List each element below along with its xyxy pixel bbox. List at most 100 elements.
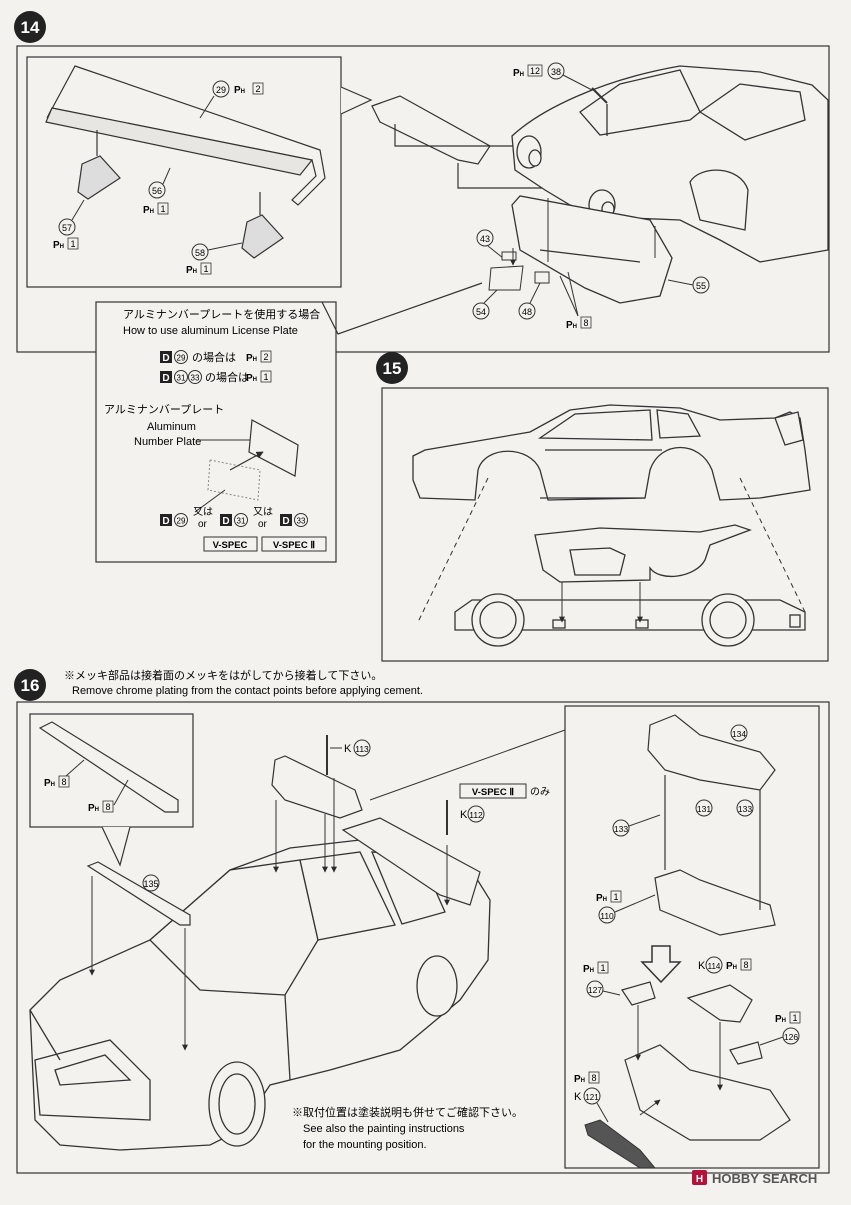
svg-text:又は: 又は: [253, 506, 273, 518]
svg-text:PH: PH: [566, 320, 577, 331]
car-rear-drawing: [511, 65, 829, 304]
mount-note-jp: ※取付位置は塗装説明も併せてご確認下さい。: [292, 1105, 523, 1119]
rear-wing-part: [341, 817, 481, 906]
plate-options: D 29 又は or D 31 又は or D 33 V-SPEC V-SPEC…: [160, 506, 327, 552]
callout-126: PH 1 126: [759, 1011, 801, 1046]
svg-text:54: 54: [476, 307, 486, 317]
callout-43: 43: [476, 229, 517, 261]
rear-wing-drawing: [45, 65, 326, 259]
callout-114: K 114 PH 8: [698, 956, 752, 974]
svg-text:29: 29: [216, 85, 226, 95]
svg-text:2: 2: [255, 84, 260, 94]
aluminum-plate-drawing: [248, 419, 299, 477]
plate-rule-1: D 29 の場合は PH 2: [160, 350, 272, 364]
svg-text:の場合は: の場合は: [192, 350, 236, 364]
chrome-note-en: Remove chrome plating from the contact p…: [72, 685, 423, 697]
plate-label-jp: アルミナンバープレート: [104, 403, 224, 416]
vspec2-tag: V-SPEC Ⅱ: [273, 540, 315, 551]
step-16-badge: [14, 669, 46, 701]
svg-text:8: 8: [61, 777, 66, 787]
plate-rule-2: D 31 33 の場合は PH 1: [160, 370, 272, 384]
svg-text:K: K: [344, 743, 352, 755]
svg-text:110: 110: [600, 911, 614, 921]
svg-text:PH: PH: [246, 373, 257, 384]
vspec2-only-label: V-SPEC Ⅱ のみ: [459, 783, 550, 799]
svg-text:or: or: [258, 519, 268, 530]
svg-text:H: H: [696, 1174, 703, 1185]
svg-text:1: 1: [792, 1013, 797, 1023]
car-body-side-drawing: [412, 404, 811, 501]
callout-55: 55: [667, 276, 710, 294]
svg-text:58: 58: [195, 248, 205, 258]
step-16-frame: [16, 701, 830, 1174]
step-14-number: 14: [21, 18, 40, 37]
svg-text:127: 127: [588, 985, 602, 995]
step-15: 15: [376, 352, 829, 662]
down-arrow: [640, 945, 682, 984]
lip-spoiler-part: [86, 861, 191, 926]
step-15-frame: [381, 387, 829, 662]
callout-58: 58 PH 1: [186, 242, 243, 276]
svg-text:8: 8: [583, 318, 588, 328]
svg-text:K: K: [574, 1091, 582, 1103]
svg-text:57: 57: [62, 223, 72, 233]
svg-text:のみ: のみ: [530, 787, 550, 798]
mount-note-en1: See also the painting instructions: [303, 1123, 465, 1135]
svg-text:D: D: [162, 373, 169, 384]
svg-text:PH: PH: [775, 1014, 786, 1025]
svg-text:1: 1: [160, 204, 165, 214]
callout-ph8-step14: PH 8: [559, 271, 592, 331]
seat-detail-box: [564, 705, 820, 1169]
car-chassis-drawing: [454, 524, 806, 647]
svg-text:133: 133: [738, 804, 752, 814]
watermark-brand: HOBBY SEARCH: [712, 1171, 817, 1186]
svg-text:31: 31: [177, 374, 186, 383]
callout-113: K 113: [330, 739, 371, 757]
step-15-number: 15: [383, 359, 402, 378]
svg-text:PH: PH: [574, 1074, 585, 1085]
callout-29: 29 PH 2: [199, 80, 264, 119]
svg-text:8: 8: [743, 960, 748, 970]
callout-112: K 112: [460, 805, 485, 823]
seat-rail-part: [584, 1119, 657, 1169]
svg-text:1: 1: [203, 264, 208, 274]
svg-text:48: 48: [522, 307, 532, 317]
svg-text:133: 133: [614, 824, 628, 834]
svg-text:PH: PH: [246, 353, 257, 364]
plate-title-jp: アルミナンバープレートを使用する場合: [123, 307, 320, 321]
svg-text:の場合は: の場合は: [205, 370, 249, 384]
callout-133b: 133: [736, 799, 754, 817]
seat-drawing: [647, 714, 776, 936]
svg-text:K: K: [698, 960, 706, 972]
callout-ph8-a: PH 8: [44, 759, 85, 789]
svg-text:121: 121: [585, 1093, 599, 1102]
svg-text:112: 112: [469, 810, 483, 820]
callout-ph1-110: PH 1 110: [596, 890, 656, 924]
svg-text:V-SPEC Ⅱ: V-SPEC Ⅱ: [472, 787, 514, 798]
svg-text:or: or: [198, 519, 208, 530]
step-14-badge: [14, 11, 46, 43]
step-16: 16 PH 8 PH 8 ※メッキ部品は接着面のメッキをはがしてから接着して下さ…: [14, 668, 830, 1174]
svg-text:D: D: [162, 353, 169, 364]
car-front-drawing: [29, 839, 491, 1151]
callout-121: PH 8 K 121: [574, 1071, 609, 1123]
callout-57: 57 PH 1: [53, 199, 85, 251]
callout-ph8-b: PH 8: [88, 779, 129, 814]
svg-text:31: 31: [237, 517, 246, 526]
svg-text:1: 1: [613, 892, 618, 902]
svg-text:又は: 又は: [193, 506, 213, 518]
callout-127: PH 1 127: [583, 961, 621, 998]
svg-text:114: 114: [708, 962, 721, 971]
svg-text:PH: PH: [53, 240, 64, 251]
svg-text:8: 8: [591, 1073, 596, 1083]
svg-text:D: D: [222, 516, 229, 527]
svg-text:D: D: [162, 516, 169, 527]
seat-base-drawing: [624, 1044, 791, 1141]
svg-text:38: 38: [551, 67, 561, 77]
callout-131: 131: [695, 799, 713, 817]
roof-spoiler-part: [271, 755, 363, 819]
lip-spoiler-detail: [38, 721, 179, 813]
chrome-note-jp: ※メッキ部品は接着面のメッキをはがしてから接着して下さい。: [64, 668, 382, 682]
mount-note-en2: for the mounting position.: [303, 1139, 427, 1151]
